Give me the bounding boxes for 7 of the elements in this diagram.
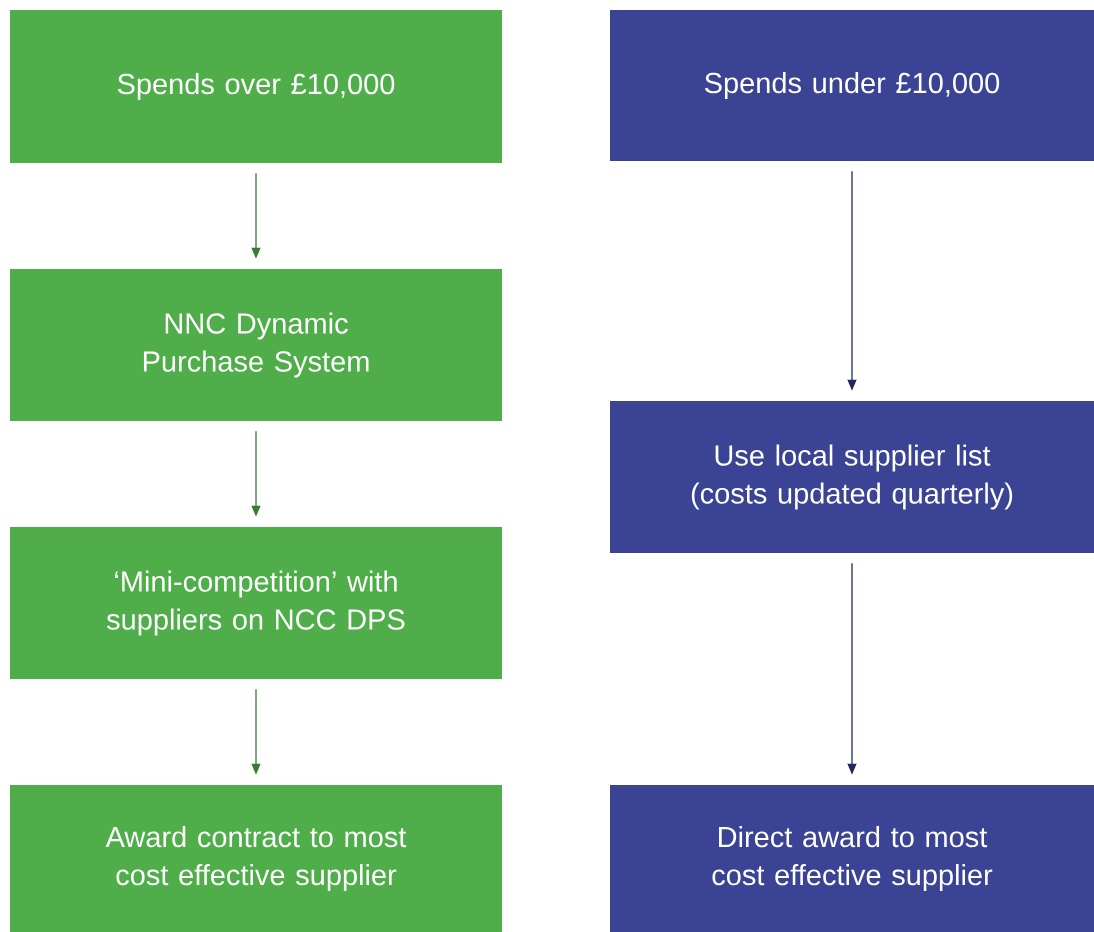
process-box: Spends over £10,000	[10, 10, 502, 163]
process-box: Direct award to most cost effective supplier	[610, 785, 1094, 932]
process-box: NNC Dynamic Purchase System	[10, 269, 502, 421]
process-box: Use local supplier list (costs updated quarterly)	[610, 401, 1094, 553]
process-box: Award contract to most cost effective supplier	[10, 785, 502, 932]
process-box: Spends under £10,000	[610, 10, 1094, 161]
process-box: ‘Mini-competition’ with suppliers on NCC DPS	[10, 527, 502, 679]
